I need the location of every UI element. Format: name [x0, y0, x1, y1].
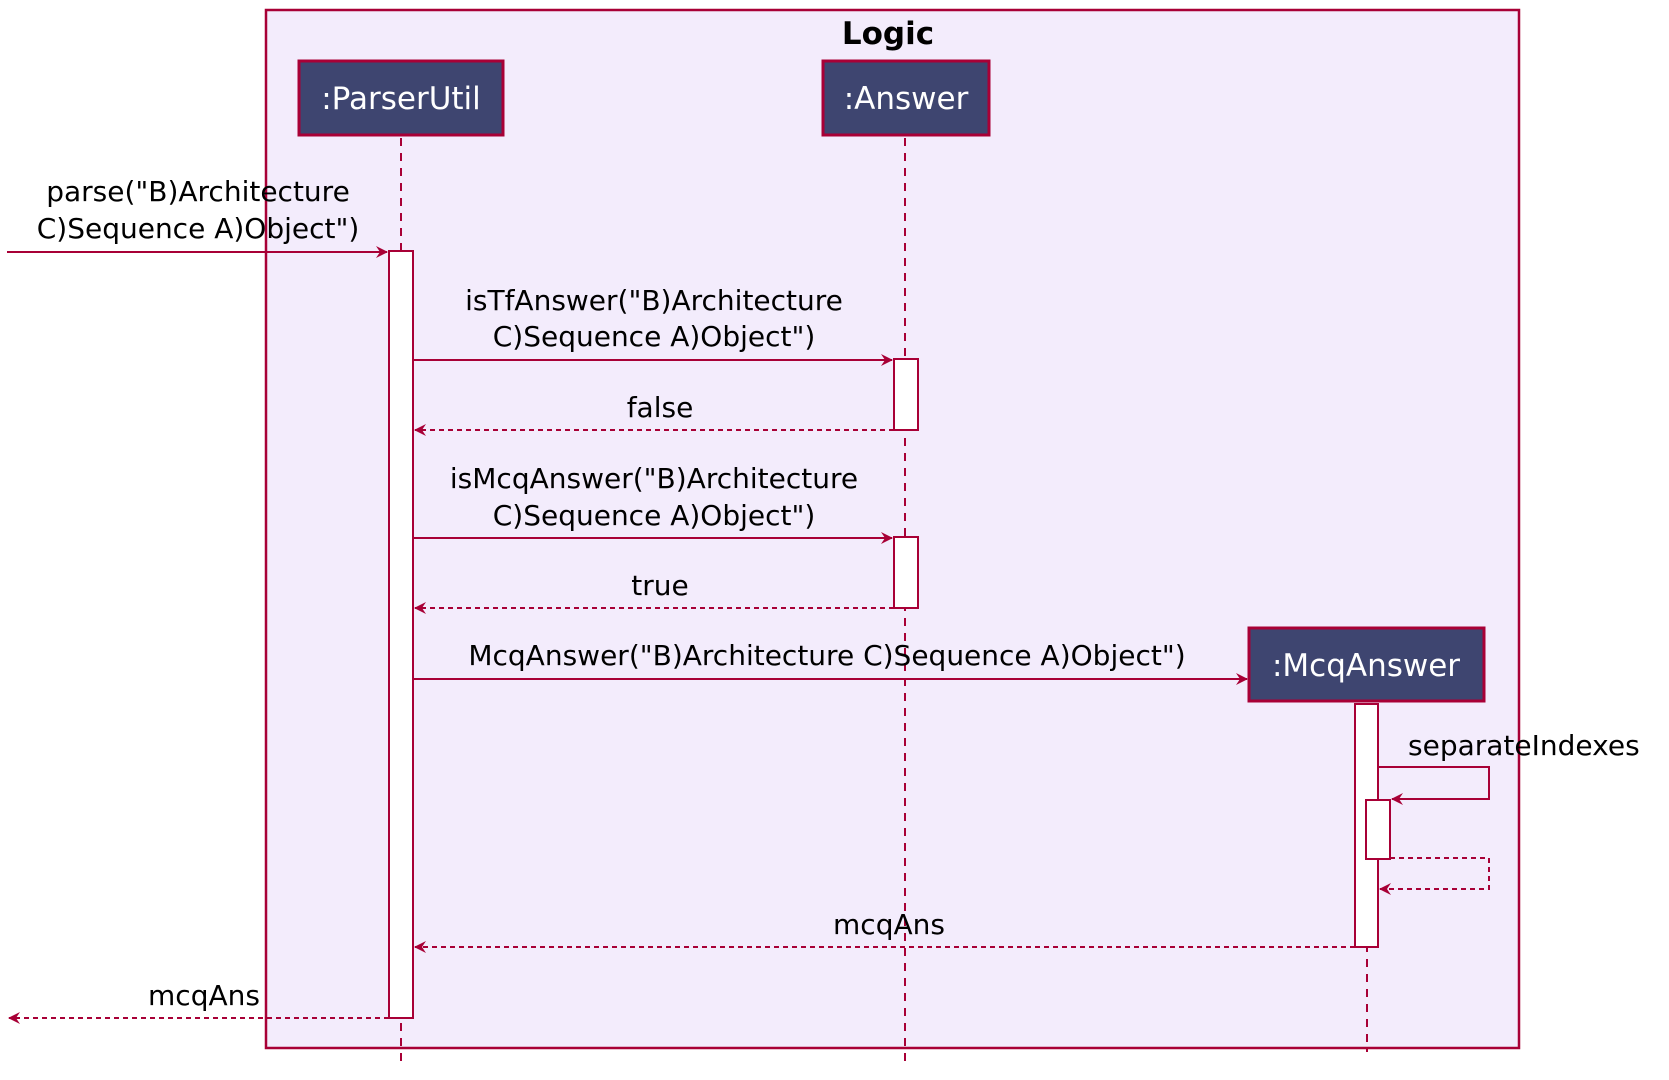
message-is-tf-label-line1: isTfAnswer("B)Architecture: [465, 284, 843, 317]
activation-answer-tf: [893, 358, 919, 431]
return-false-label: false: [627, 391, 694, 424]
activation-parser-util: [388, 250, 414, 1019]
participant-mcq-answer[interactable]: :McqAnswer: [1247, 626, 1486, 703]
self-call-separate-indexes-label: separateIndexes: [1408, 729, 1640, 762]
activation-mcq-answer-nested: [1365, 799, 1391, 860]
activation-answer-mcq: [893, 536, 919, 609]
self-return-arrow: [1379, 857, 1490, 895]
participant-parser-util[interactable]: :ParserUtil: [297, 59, 505, 137]
return-true-label: true: [631, 569, 688, 602]
return-mcq-outer-label: mcqAns: [148, 979, 260, 1012]
participant-answer-label: :Answer: [844, 81, 969, 117]
self-call-separate-indexes-arrow: [1378, 766, 1490, 805]
message-is-mcq-label-line2: C)Sequence A)Object"): [493, 499, 816, 532]
message-parse-label-line2: C)Sequence A)Object"): [37, 212, 360, 245]
return-mcq-inner-label: mcqAns: [833, 908, 945, 941]
message-create-mcq-label: McqAnswer("B)Architecture C)Sequence A)O…: [468, 639, 1185, 672]
participant-answer[interactable]: :Answer: [821, 59, 991, 137]
boundary-title: Logic: [842, 16, 934, 52]
participant-parser-util-label: :ParserUtil: [321, 81, 481, 117]
message-is-mcq-label-line1: isMcqAnswer("B)Architecture: [450, 462, 858, 495]
logic-boundary: [264, 8, 1521, 1050]
participant-mcq-answer-label: :McqAnswer: [1272, 648, 1460, 684]
message-parse-label-line1: parse("B)Architecture: [46, 175, 350, 208]
message-is-tf-label-line2: C)Sequence A)Object"): [493, 320, 816, 353]
